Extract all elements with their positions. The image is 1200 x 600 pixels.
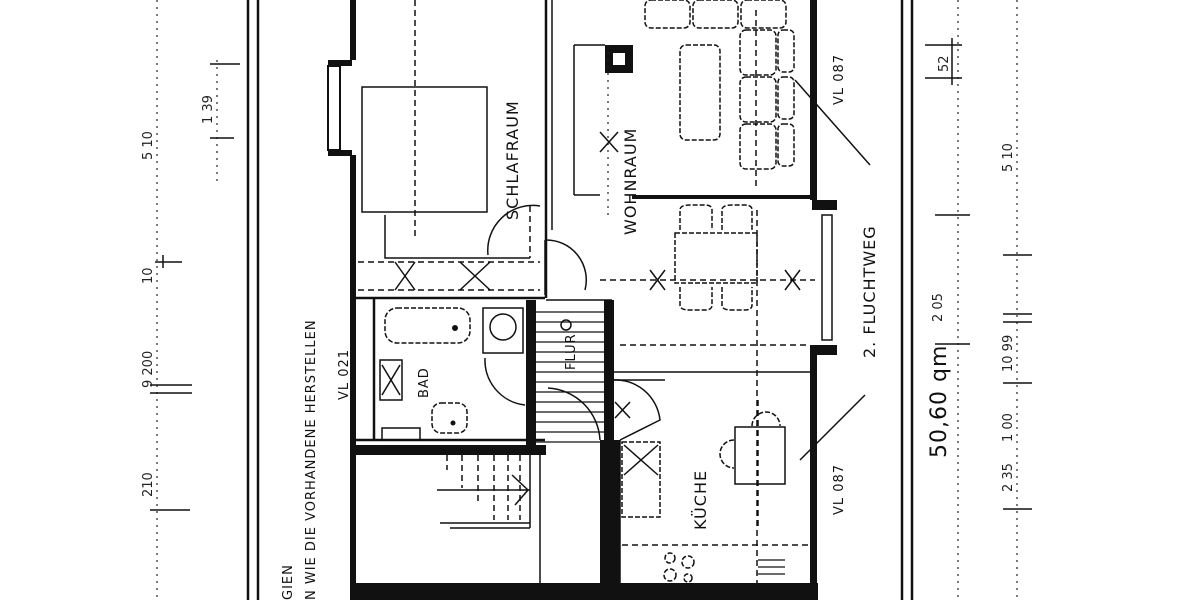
stairwell [437, 455, 531, 529]
dim-right-100: 1 00 [1001, 413, 1016, 442]
dim-right-52: 52 [937, 55, 952, 72]
dim-left-10: 10 [141, 267, 156, 284]
interior-walls [356, 0, 812, 585]
room-wohnraum [599, 0, 871, 215]
dim-left-510: 5 10 [141, 131, 156, 160]
dim-left-9200: 9 200 [141, 351, 156, 388]
label-wohnraum: WOHNRAUM [621, 128, 640, 235]
tag-vl-087-bottom: VL 087 [832, 464, 847, 515]
tag-vl-087-top: VL 087 [832, 54, 847, 105]
room-kueche [621, 394, 866, 583]
label-schlafraum: SCHLAFRAUM [503, 100, 522, 220]
note-line-1: GIEN [281, 564, 296, 600]
escape-route-label: 2. FLUCHTWEG [860, 225, 879, 358]
label-bad: BAD [417, 367, 432, 398]
dim-right-235: 2 35 [1001, 463, 1016, 492]
dim-right-1099: 10 99 [1001, 335, 1016, 372]
dim-left-139: 1 39 [201, 95, 216, 124]
label-kueche: KÜCHE [691, 470, 710, 530]
room-bad [379, 307, 526, 441]
right-dimension-lines [900, 0, 1032, 600]
label-flur: FLUR [564, 333, 579, 370]
left-dimension-lines [150, 0, 260, 600]
note-line-2: N WIE DIE VORHANDENE HERSTELLEN [304, 319, 319, 600]
room-flur [536, 239, 661, 443]
area-label: 50,60 qm [927, 345, 952, 458]
dim-right-205: 2 05 [931, 293, 946, 322]
dim-left-210: 210 [141, 472, 156, 497]
tag-vl-021: VL 021 [337, 349, 352, 400]
dim-right-510: 5 10 [1001, 143, 1016, 172]
room-schlafraum [358, 0, 541, 291]
dining-area [600, 204, 815, 600]
